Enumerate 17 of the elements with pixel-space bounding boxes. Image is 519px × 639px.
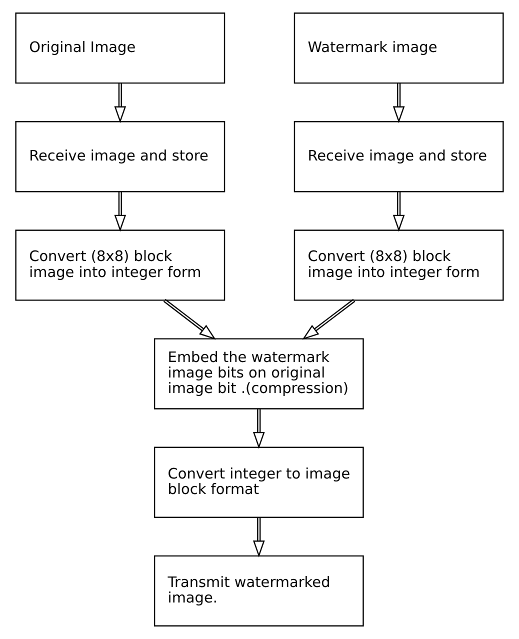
node-box: Embed the watermark image bits on original image bit .(compression) [154, 338, 364, 410]
node-box: Receive image and store [294, 121, 504, 192]
arrow [252, 518, 265, 558]
node-box: Transmit watermarked image. [154, 555, 364, 626]
node-box: Convert (8x8) block image into integer form [294, 230, 504, 301]
node-box: Original Image [15, 12, 226, 84]
node-box: Convert (8x8) block image into integer form [15, 230, 226, 301]
arrow [163, 298, 216, 340]
arrow [302, 298, 356, 340]
arrow [392, 83, 405, 124]
node-box: Convert integer to image block format [154, 446, 364, 518]
node-box: Receive image and store [15, 121, 226, 192]
node-box: Watermark image [294, 12, 504, 84]
arrow [114, 192, 126, 232]
arrow [114, 83, 126, 124]
arrow [252, 409, 265, 449]
arrow [392, 192, 405, 232]
